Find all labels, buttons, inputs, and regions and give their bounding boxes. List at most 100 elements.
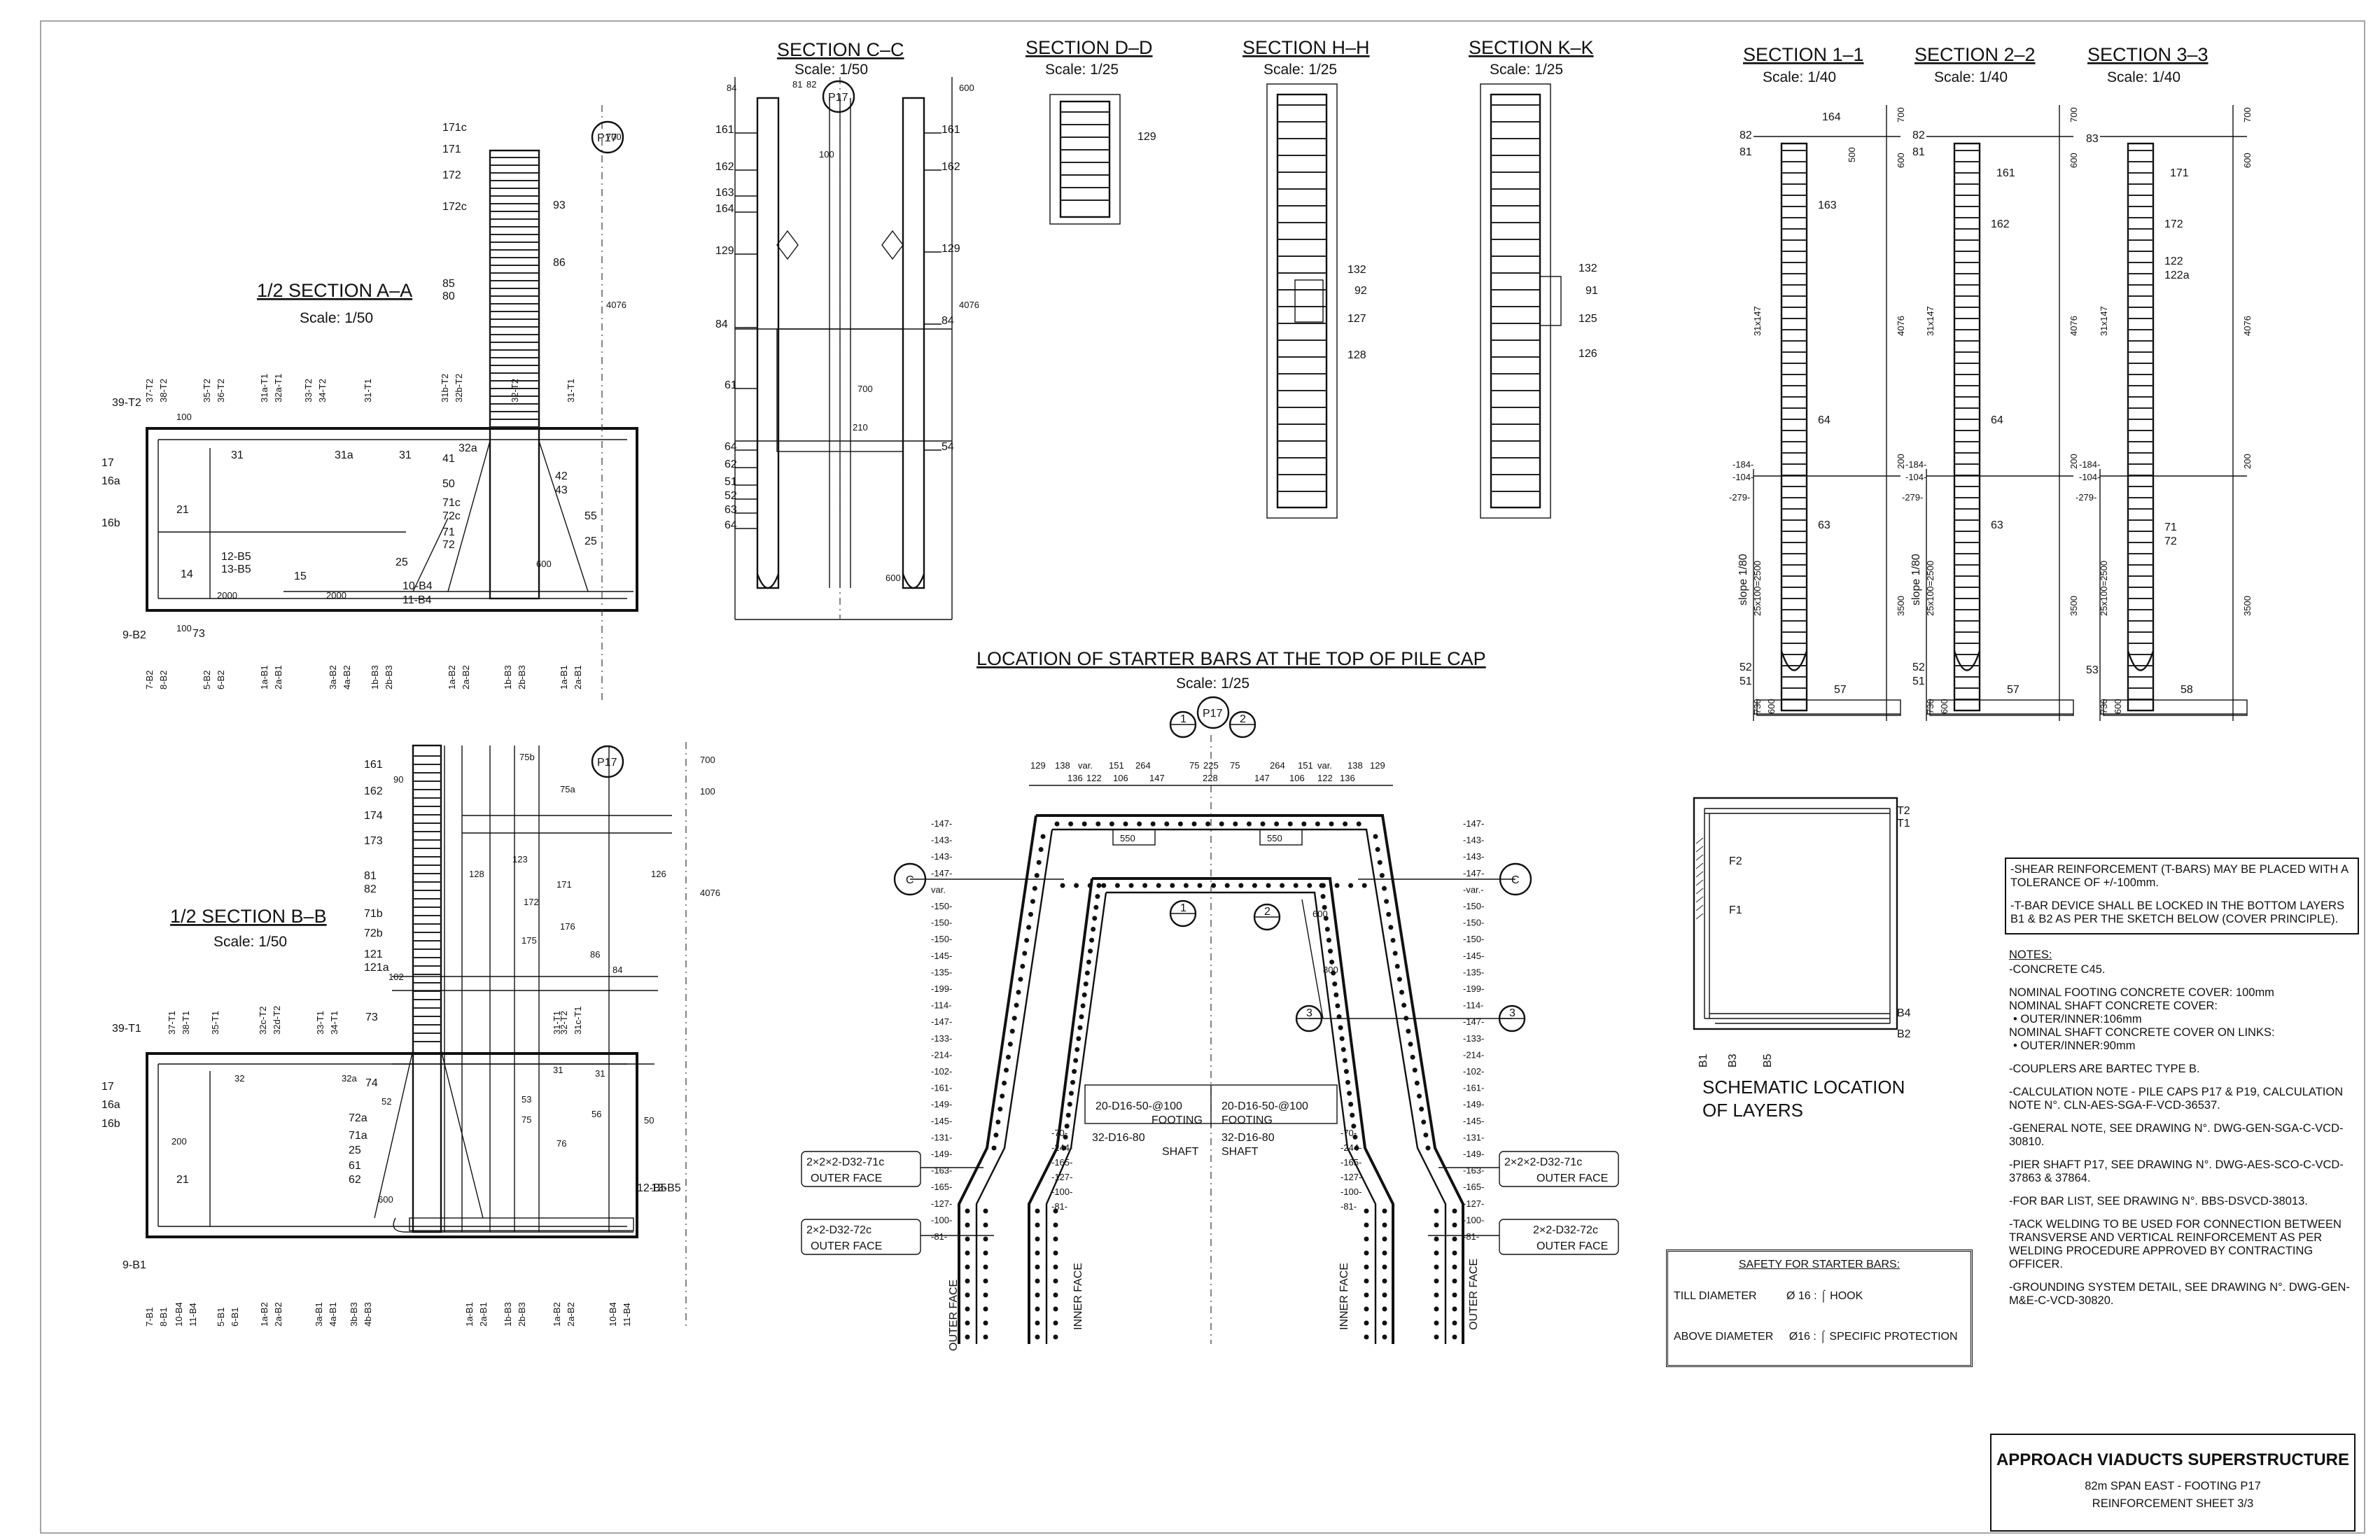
starter-bar-dot (1452, 1236, 1457, 1242)
right-tick: -145- (1463, 1116, 1484, 1126)
starter-bar-dot (1382, 1306, 1387, 1312)
starter-bar-dot (1343, 821, 1348, 827)
starter-bar-dot (1392, 951, 1398, 956)
bb-label: 126 (651, 869, 666, 879)
starter-bar-dot (1191, 821, 1197, 827)
starter-bar-dot (1053, 1334, 1058, 1340)
section-label: 31x147 (1752, 306, 1763, 336)
section-label: 200 (1896, 454, 1906, 469)
bb-pier-marker (591, 745, 624, 778)
bb-label: 84 (612, 965, 622, 975)
top-dim: 106 (1113, 773, 1128, 783)
starter-bar-dot (1083, 981, 1088, 987)
bar-label: 4a-B2 (342, 665, 352, 690)
right-tick: -149- (1463, 1149, 1484, 1159)
bottom-mat (1756, 699, 1901, 716)
left-tick: -150- (931, 934, 952, 944)
hh-label: 92 (1354, 285, 1367, 297)
hh-label: 127 (1348, 313, 1366, 325)
starter-bar-dot (1382, 1208, 1387, 1214)
inner-face-right: INNER FACE (1338, 1263, 1350, 1330)
starter-bar-dot (1080, 1003, 1086, 1009)
general-notes: -SHEAR REINFORCEMENT (T-BARS) MAY BE PLA… (2005, 858, 2359, 1317)
aa-label: 9-B2 (122, 629, 146, 641)
cc-label: 161 (715, 124, 734, 136)
starter-bar-dot (1114, 883, 1120, 888)
note-calc: -CALCULATION NOTE - PILE CAPS P17 & P19,… (2009, 1086, 2344, 1112)
starter-bar-dot (1096, 821, 1101, 827)
right-tick: -150- (1463, 918, 1484, 928)
c-marker-left-label: C (906, 874, 914, 886)
starter-bar-dot (1384, 899, 1390, 904)
c-marker-left (893, 862, 927, 896)
box-right-1b: OUTER FACE (1536, 1172, 1608, 1184)
left-tick: -214- (931, 1049, 952, 1060)
starter-bar-dot (1334, 992, 1339, 997)
shaft-note-left-2: SHAFT (1162, 1146, 1199, 1158)
bar-label: 38-T1 (181, 1011, 191, 1035)
cc-dim: 81 (792, 79, 802, 90)
left-tick: -165- (931, 1182, 952, 1192)
section-label: 58 (2180, 684, 2193, 696)
bb-label: 56 (592, 1109, 601, 1119)
starter-bar-dot (1087, 883, 1093, 888)
starter-bar-dot (1324, 927, 1330, 932)
inner-tick: -100- (1051, 1186, 1072, 1197)
note-cover-2: NOMINAL SHAFT CONCRETE COVER: (2009, 1000, 2218, 1012)
bar-label: 1b-B3 (503, 665, 513, 690)
top-dim: 147 (1149, 773, 1165, 783)
starter-bar-dot (1394, 963, 1400, 969)
bb-label: 31 (553, 1065, 563, 1075)
note-general: -GENERAL NOTE, SEE DRAWING N°. DWG-GEN-S… (2009, 1122, 2344, 1148)
schematic-caption-2: OF LAYERS (1702, 1100, 1803, 1121)
top-dim: 225 (1203, 760, 1219, 771)
starter-bar-dot (997, 1106, 1003, 1112)
hatch (1695, 871, 1704, 878)
shear-box: -SHEAR REINFORCEMENT (T-BARS) MAY BE PLA… (2005, 858, 2359, 934)
bar-label: 31-T1 (552, 1011, 562, 1035)
bar-label: 3a-B2 (328, 665, 338, 690)
safety-above-d: Ø16 : (1788, 1331, 1816, 1343)
cc-label: 162 (715, 161, 734, 173)
cc-label: 84 (941, 315, 954, 327)
starter-bar-dot (1053, 1320, 1058, 1326)
bb-label: 16a (102, 1099, 120, 1111)
bb-label: 72b (364, 927, 383, 939)
right-tick: -143- (1463, 851, 1484, 862)
bar-label: 1a-B1 (259, 665, 270, 690)
bb-label: 121 (364, 948, 383, 960)
bb-label: 32a (342, 1073, 357, 1084)
section-hh-title: SECTION H–H (1242, 37, 1370, 58)
bar-label: 5-B1 (216, 1308, 226, 1326)
top-dim: 129 (1370, 760, 1385, 771)
safety-starter-bars: SAFETY FOR STARTER BARS: TILL DIAMETER Ø… (1666, 1250, 1973, 1367)
bb-label: 173 (364, 835, 383, 847)
starter-bar-dot (1377, 860, 1382, 865)
starter-bar-dot (1035, 1292, 1040, 1298)
hatch (1695, 888, 1704, 895)
section-22-scale: Scale: 1/40 (1934, 69, 2008, 85)
starter-bar-dot (1137, 821, 1142, 827)
starter-bar-dot (1053, 1264, 1058, 1270)
starter-bar-dot (1362, 883, 1367, 888)
aa-shaft (489, 149, 540, 600)
starter-bar-dot (1434, 1320, 1439, 1326)
starter-bar-dot (991, 1145, 997, 1151)
bb-label: 161 (364, 759, 383, 771)
section-label: 64 (1818, 414, 1830, 426)
starter-bar-dot (1205, 821, 1211, 827)
aa-label: 86 (553, 257, 566, 269)
starter-bar-dot (1287, 821, 1293, 827)
safety-till-row: TILL DIAMETER Ø 16 : ⌠ HOOK (1674, 1290, 1863, 1303)
bar-label: 1b-B3 (503, 1302, 513, 1326)
left-tick: -127- (931, 1198, 952, 1209)
starter-bar-dot (1382, 1320, 1387, 1326)
left-tick: -147- (931, 868, 952, 878)
bb-label: 72a (349, 1112, 368, 1124)
cc-dim: 4076 (959, 300, 979, 310)
left-tick: -100- (931, 1214, 952, 1225)
starter-bar-dot (965, 1306, 970, 1312)
hatch (1695, 896, 1704, 903)
